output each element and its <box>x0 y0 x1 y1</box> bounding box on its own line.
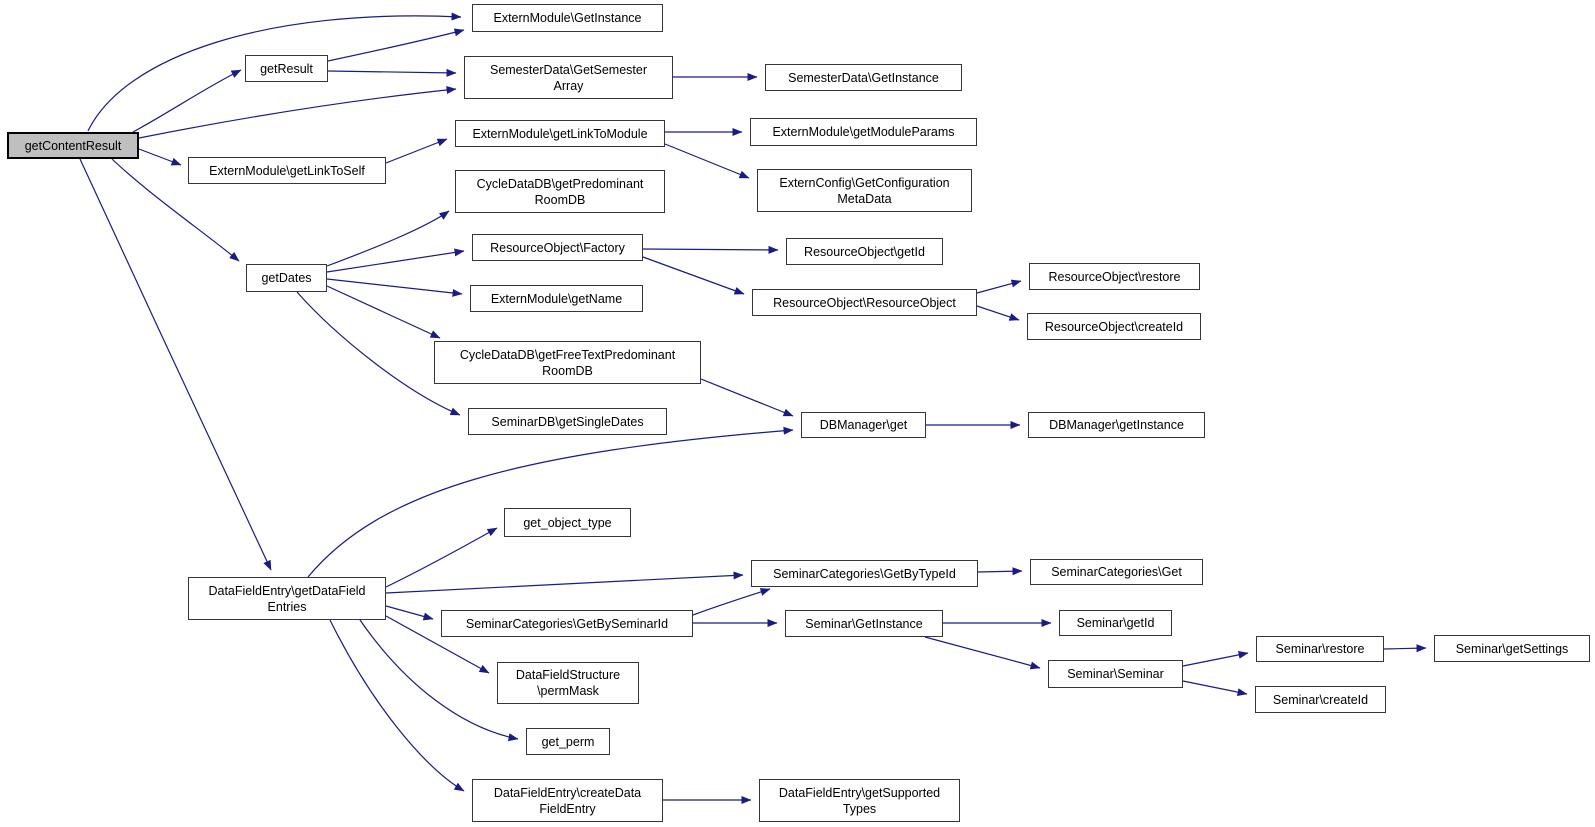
edge-getresult-to-externmodule-getinstance <box>327 28 465 62</box>
node-dbmanager-get[interactable]: DBManager\get <box>801 412 926 438</box>
edge-seminar-seminar-to-seminar-restore <box>1182 650 1249 667</box>
node-seminarcategories-getbytypeid[interactable]: SeminarCategories\GetByTypeId <box>751 560 978 587</box>
node-seminarcategories-getbyseminarid[interactable]: SeminarCategories\GetBySeminarId <box>441 610 693 637</box>
edge-seminarcategories-getbytypeid-to-seminarcategories-get <box>977 567 1023 576</box>
node-seminar-createid[interactable]: Seminar\createId <box>1255 686 1386 713</box>
edge-getdates-to-externmodule-getname <box>326 278 463 297</box>
node-datafieldstructure-permmask[interactable]: DataFieldStructure \permMask <box>497 662 639 704</box>
node-datafieldentry-getdatafieldentries[interactable]: DataFieldEntry\getDataField Entries <box>188 577 386 620</box>
node-semesterdata-getsemesterarray[interactable]: SemesterData\GetSemester Array <box>464 56 673 99</box>
node-getresult[interactable]: getResult <box>245 55 328 82</box>
edge-getcontentresult-to-semesterdata-getsemesterarray <box>138 86 457 139</box>
edge-externmodule-getlinktoself-to-externmodule-getlinktomodule <box>385 138 448 164</box>
edge-getdates-to-cycledatadb-getpredominantroomdb <box>326 210 450 267</box>
node-cycledatadb-getpredominantroomdb[interactable]: CycleDataDB\getPredominant RoomDB <box>455 170 665 213</box>
node-seminardb-getsingledates[interactable]: SeminarDB\getSingleDates <box>468 408 667 435</box>
edge-getdates-to-cycledatadb-getfreetextpredominantroomdb <box>326 285 441 339</box>
node-seminar-getid[interactable]: Seminar\getId <box>1059 610 1172 636</box>
edge-resourceobject-resourceobject-to-resourceobject-restore <box>976 279 1022 294</box>
edge-datafieldentry-getdatafieldentries-to-seminarcategories-getbyseminarid <box>385 605 434 621</box>
node-seminar-seminar[interactable]: Seminar\Seminar <box>1048 660 1183 688</box>
edge-getresult-to-semesterdata-getsemesterarray <box>327 68 457 77</box>
node-resourceobject-resourceobject[interactable]: ResourceObject\ResourceObject <box>752 289 977 316</box>
node-dbmanager-getinstance[interactable]: DBManager\getInstance <box>1028 412 1205 438</box>
node-cycledatadb-getfreetextpredominantroomdb[interactable]: CycleDataDB\getFreeTextPredominant RoomD… <box>434 341 701 384</box>
node-get-perm[interactable]: get_perm <box>526 728 610 755</box>
node-resourceobject-getid[interactable]: ResourceObject\getId <box>786 238 943 265</box>
node-resourceobject-factory[interactable]: ResourceObject\Factory <box>472 234 643 261</box>
edge-datafieldentry-getdatafieldentries-to-datafieldentry-createdatafieldentry <box>329 619 465 792</box>
node-externmodule-getmoduleparams[interactable]: ExternModule\getModuleParams <box>750 118 977 146</box>
node-seminarcategories-get[interactable]: SeminarCategories\Get <box>1030 559 1203 585</box>
node-externconfig-getconfigurationmetadata[interactable]: ExternConfig\GetConfiguration MetaData <box>757 169 972 212</box>
edge-datafieldentry-getdatafieldentries-to-dbmanager-get <box>307 426 794 578</box>
edge-resourceobject-factory-to-resourceobject-resourceobject <box>642 256 745 295</box>
node-externmodule-getlinktoself[interactable]: ExternModule\getLinkToSelf <box>188 157 386 184</box>
node-externmodule-getlinktomodule[interactable]: ExternModule\getLinkToModule <box>455 120 665 147</box>
node-externmodule-getname[interactable]: ExternModule\getName <box>470 285 643 312</box>
node-getcontentresult[interactable]: getContentResult <box>7 132 139 159</box>
edge-cycledatadb-getfreetextpredominantroomdb-to-dbmanager-get <box>700 378 794 417</box>
edge-externmodule-getlinktomodule-to-externconfig-getconfigurationmetadata <box>664 143 750 179</box>
edge-seminar-getinstance-to-seminar-seminar <box>924 636 1041 670</box>
node-externmodule-getinstance[interactable]: ExternModule\GetInstance <box>472 4 663 32</box>
edge-getdates-to-resourceobject-factory <box>326 248 465 273</box>
node-datafieldentry-getsupportedtypes[interactable]: DataFieldEntry\getSupported Types <box>759 779 960 822</box>
node-resourceobject-restore[interactable]: ResourceObject\restore <box>1029 263 1200 290</box>
node-seminar-getsettings[interactable]: Seminar\getSettings <box>1434 635 1590 662</box>
edge-seminar-seminar-to-seminar-createid <box>1182 680 1248 697</box>
edge-datafieldentry-getdatafieldentries-to-seminarcategories-getbytypeid <box>385 571 744 594</box>
node-seminar-getinstance[interactable]: Seminar\GetInstance <box>785 610 943 637</box>
node-datafieldentry-createdatafieldentry[interactable]: DataFieldEntry\createData FieldEntry <box>472 779 663 822</box>
edge-resourceobject-factory-to-resourceobject-getid <box>642 245 779 254</box>
node-get-object-type[interactable]: get_object_type <box>504 508 631 537</box>
node-seminar-restore[interactable]: Seminar\restore <box>1256 636 1384 662</box>
edge-seminar-restore-to-seminar-getsettings <box>1383 644 1427 653</box>
edge-getcontentresult-to-externmodule-getlinktoself <box>138 148 182 166</box>
edge-getcontentresult-to-getresult <box>132 69 242 133</box>
node-getdates[interactable]: getDates <box>246 264 327 292</box>
node-semesterdata-getinstance[interactable]: SemesterData\GetInstance <box>765 64 962 91</box>
edge-getcontentresult-to-datafieldentry-getdatafieldentries <box>79 158 272 571</box>
edge-seminarcategories-getbyseminarid-to-seminarcategories-getbytypeid <box>692 588 771 616</box>
edge-datafieldentry-getdatafieldentries-to-get-object-type <box>385 527 498 588</box>
edge-datafieldentry-getdatafieldentries-to-get-perm <box>359 619 519 742</box>
edge-resourceobject-resourceobject-to-resourceobject-createid <box>976 305 1020 321</box>
node-resourceobject-createid[interactable]: ResourceObject\createId <box>1027 313 1201 340</box>
